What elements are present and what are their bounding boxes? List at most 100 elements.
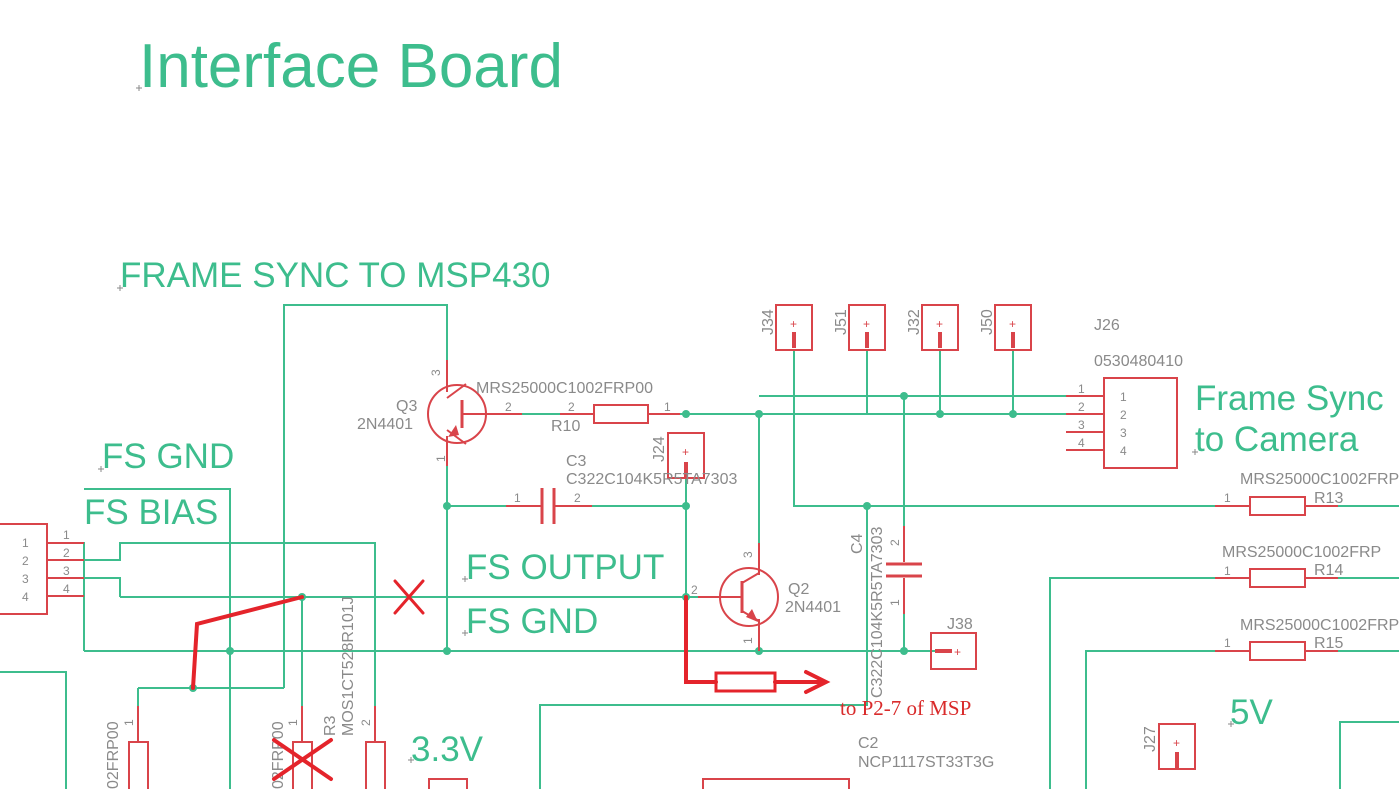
j50-name: J50	[979, 309, 996, 335]
q3-transistor-symbol[interactable]	[427, 360, 522, 466]
left-pin-outer-2: 2	[63, 546, 70, 560]
svg-text:3: 3	[429, 369, 443, 376]
cut-mark-icon	[393, 579, 425, 615]
j27-jumper-symbol[interactable]	[1158, 723, 1196, 770]
msp-annotation: to P2-7 of MSP	[840, 696, 971, 720]
net-label-3v3: 3.3V	[411, 730, 484, 769]
origin-markers	[98, 85, 1234, 763]
svg-text:+: +	[863, 317, 870, 331]
svg-text:1: 1	[1224, 636, 1231, 650]
r10-value: MRS25000C1002FRP00	[476, 380, 653, 397]
svg-text:+: +	[936, 317, 943, 331]
c3-capacitor-symbol[interactable]	[506, 488, 592, 524]
left-pin-inner-4: 4	[22, 590, 29, 604]
left-pin-inner-3: 3	[22, 572, 29, 586]
left-resistor-symbol[interactable]	[128, 706, 149, 789]
left-connector-symbol[interactable]	[0, 523, 84, 615]
svg-text:2: 2	[505, 400, 512, 414]
svg-text:1: 1	[514, 491, 521, 505]
j51-jumper-symbol[interactable]	[848, 304, 886, 351]
r3-value: MOS1CT528R101J	[340, 596, 357, 736]
svg-text:2: 2	[568, 400, 575, 414]
q3-name: Q3	[396, 398, 417, 415]
j34-name: J34	[760, 309, 777, 335]
svg-text:1: 1	[664, 400, 671, 414]
r13-value: MRS25000C1002FRP00	[1240, 471, 1399, 488]
svg-text:2: 2	[574, 491, 581, 505]
net-label-frame-sync-camera-1: Frame Sync	[1195, 379, 1384, 418]
j27-name: J27	[1142, 726, 1159, 752]
markup-annotations	[191, 579, 831, 781]
c3-value: C322C104K5R5TA7303	[566, 471, 737, 488]
r13-name: R13	[1314, 490, 1343, 507]
left-pin-outer-4: 4	[63, 582, 70, 596]
j32-jumper-symbol[interactable]	[921, 304, 959, 351]
r14-resistor-symbol[interactable]	[1215, 568, 1338, 588]
net-label-fs-gnd-mid: FS GND	[466, 602, 598, 641]
j34-jumper-symbol[interactable]	[775, 304, 813, 351]
left-pin-outer-3: 3	[63, 564, 70, 578]
svg-text:1: 1	[1224, 491, 1231, 505]
svg-text:1: 1	[888, 599, 902, 606]
j26-pin-inner-3: 3	[1120, 426, 1127, 440]
j26-value: 0530480410	[1094, 353, 1183, 370]
net-label-frame-sync-msp: FRAME SYNC TO MSP430	[120, 256, 551, 295]
j26-pin-outer-4: 4	[1078, 436, 1085, 450]
c2-regulator-symbol[interactable]	[702, 778, 850, 789]
wires	[0, 304, 1399, 789]
svg-text:1: 1	[1224, 564, 1231, 578]
net-label-frame-sync-camera-2: to Camera	[1195, 420, 1359, 459]
net-label-fs-output: FS OUTPUT	[466, 548, 664, 587]
c2-name: C2	[858, 735, 879, 752]
mid-resistor-symbol[interactable]	[292, 706, 313, 789]
svg-text:1: 1	[286, 719, 300, 726]
j26-pin-outer-3: 3	[1078, 418, 1085, 432]
component-labels: Q3 2N4401 MRS25000C1002FRP00 R10 C3 C322…	[105, 309, 1399, 789]
svg-text:+: +	[1173, 736, 1180, 750]
q2-transistor-symbol[interactable]	[698, 543, 779, 651]
arrow-right-icon	[773, 670, 831, 694]
j26-pin-outer-1: 1	[1078, 382, 1085, 396]
c4-value: C322C104K5R5TA7303	[869, 527, 886, 698]
j26-pin-inner-1: 1	[1120, 390, 1127, 404]
q3-value: 2N4401	[357, 416, 413, 433]
net-label-5v: 5V	[1230, 693, 1273, 732]
q2-value: 2N4401	[785, 599, 841, 616]
board-title: Interface Board	[139, 32, 563, 101]
j26-connector-symbol[interactable]	[1066, 377, 1178, 469]
r10-resistor-symbol[interactable]	[560, 404, 680, 424]
left-pin-inner-2: 2	[22, 554, 29, 568]
r13-resistor-symbol[interactable]	[1215, 496, 1338, 516]
svg-text:2: 2	[691, 583, 698, 597]
r3-name: R3	[322, 715, 339, 736]
net-label-fs-gnd-left: FS GND	[102, 437, 234, 476]
r10-name: R10	[551, 418, 580, 435]
c2-value: NCP1117ST33T3G	[858, 754, 994, 771]
net-label-fs-bias: FS BIAS	[84, 493, 218, 532]
pin-numbers: 3 1 2 2 1 1 2 3 1 2 2 1 1 1 1 1 1 2 1 2 …	[22, 317, 1231, 750]
r15-name: R15	[1314, 635, 1343, 652]
r3-resistor-symbol[interactable]	[365, 706, 386, 789]
j26-pin-outer-2: 2	[1078, 400, 1085, 414]
svg-text:+: +	[682, 445, 689, 459]
j50-jumper-symbol[interactable]	[994, 304, 1032, 351]
svg-text:1: 1	[122, 719, 136, 726]
c4-capacitor-symbol[interactable]	[886, 526, 922, 614]
r15-value: MRS25000C1002FRP	[1240, 617, 1399, 634]
svg-text:2: 2	[888, 539, 902, 546]
left-resistor-value: 02FRP00	[105, 721, 122, 789]
j24-jumper-symbol[interactable]	[667, 432, 705, 479]
remove-mark-icon	[272, 738, 333, 781]
svg-text:1: 1	[741, 637, 755, 644]
svg-text:1: 1	[434, 455, 448, 462]
j38-jumper-symbol[interactable]	[930, 632, 977, 670]
j26-name: J26	[1094, 317, 1120, 334]
svg-text:3: 3	[741, 551, 755, 558]
c4-name: C4	[849, 533, 866, 554]
r15-resistor-symbol[interactable]	[1215, 641, 1338, 661]
q2-name: Q2	[788, 581, 809, 598]
j51-name: J51	[833, 309, 850, 335]
r14-value: MRS25000C1002FRP	[1222, 544, 1381, 561]
left-pin-inner-1: 1	[22, 536, 29, 550]
